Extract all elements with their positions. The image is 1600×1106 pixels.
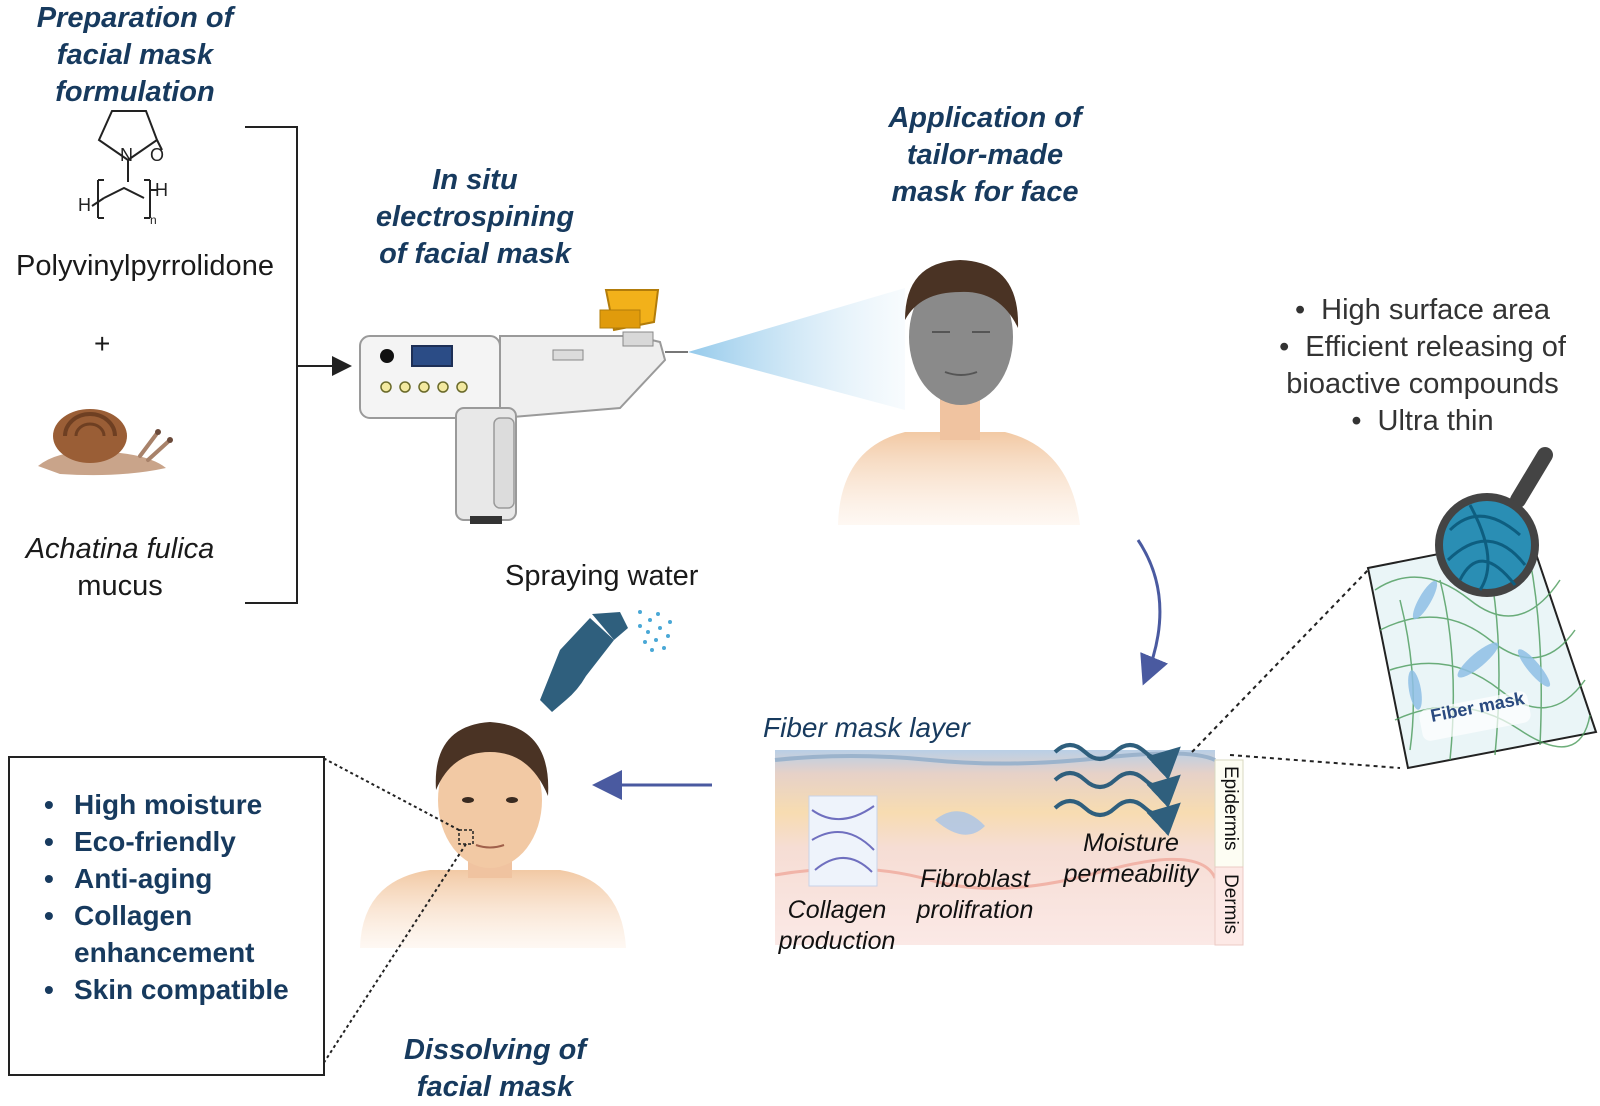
moisture-label-line2: permeability	[1063, 860, 1199, 888]
collagen-label-line1: Collagen	[787, 896, 887, 924]
electrospinning-title-line2: electrospining	[375, 201, 575, 233]
application-title: Application of tailor-made mask for face	[860, 100, 1110, 211]
epidermis-label: Epidermis	[1220, 766, 1241, 851]
collagen-label-line2: production	[778, 927, 896, 955]
preparation-title-line3: formulation	[55, 76, 215, 108]
moisture-label: Moisture permeability	[1056, 828, 1206, 890]
preparation-title-line2: facial mask	[56, 39, 214, 71]
dermis-label: Dermis	[1220, 874, 1241, 935]
fiber-mask-panel	[1366, 534, 1598, 770]
fiber-mask-callout-bottom	[1229, 754, 1401, 769]
chem-label-h-right: H	[155, 180, 168, 200]
skin-cross-section	[774, 750, 1244, 946]
curved-arrow	[1136, 539, 1169, 686]
benefits-box: High moisture Eco-friendly Anti-aging Co…	[8, 756, 325, 1076]
application-title-line3: mask for face	[891, 176, 1079, 208]
benefit-item: Anti-aging	[40, 860, 323, 897]
spray-cone	[688, 288, 905, 410]
fiber-mask-layer-title: Fiber mask layer	[763, 712, 970, 743]
application-title-line1: Application of	[888, 102, 1082, 134]
snail-icon	[38, 409, 173, 476]
electrospinning-device-icon	[359, 289, 688, 524]
chem-label-n: N	[120, 145, 133, 165]
spray-bottle-icon	[540, 610, 672, 712]
formulation-bracket	[245, 126, 348, 604]
electrospinning-title: In situ electrospining of facial mask	[340, 162, 610, 273]
preparation-title: Preparation of facial mask formulation	[20, 0, 250, 111]
moisture-label-line1: Moisture	[1083, 829, 1179, 857]
spraying-water-label: Spraying water	[505, 560, 699, 592]
chem-label-h-left: H	[78, 195, 91, 215]
property-item: •High surface area	[1294, 294, 1551, 326]
property-item: •Ultra thin	[1351, 405, 1494, 437]
dissolving-title-line1: Dissolving of	[403, 1034, 587, 1066]
properties-list: •High surface area •Efficient releasing …	[1245, 292, 1600, 440]
benefit-item: Eco-friendly	[40, 823, 323, 860]
property-item: bioactive compounds	[1286, 368, 1559, 400]
mucus-label-line2: mucus	[77, 570, 163, 602]
plus-sign: +	[94, 328, 111, 359]
electrospinning-title-line3: of facial mask	[379, 238, 571, 270]
polymer-label: Polyvinylpyrrolidone	[16, 250, 274, 282]
fibroblast-label-line1: Fibroblast	[920, 865, 1030, 893]
dissolving-title: Dissolving of facial mask	[380, 1032, 610, 1106]
fibroblast-label: Fibroblast prolifration	[905, 864, 1045, 926]
application-title-line2: tailor-made	[906, 139, 1064, 171]
benefit-item: High moisture	[40, 786, 323, 823]
mucus-label-line1: Achatina fulica	[25, 533, 215, 565]
chem-label-n-sub: n	[150, 213, 157, 227]
masked-face-illustration	[838, 260, 1080, 525]
dissolving-title-line2: facial mask	[416, 1071, 574, 1103]
benefit-item: Collagen	[40, 897, 323, 934]
fiber-mask-callout-top	[1191, 567, 1371, 753]
pvp-structure-icon	[91, 110, 163, 219]
fibroblast-label-line2: prolifration	[916, 896, 1034, 924]
property-item: •Efficient releasing of	[1279, 331, 1566, 363]
benefit-item-continuation: enhancement	[74, 937, 255, 968]
clean-face-illustration	[360, 722, 626, 948]
callout-line-bottom	[322, 843, 467, 1065]
magnifier-icon	[1435, 447, 1553, 597]
chem-label-o: O	[150, 145, 165, 165]
benefit-item: Skin compatible	[40, 971, 323, 1008]
electrospinning-title-line1: In situ	[432, 164, 518, 196]
callout-line-top	[322, 757, 460, 831]
preparation-title-line1: Preparation of	[36, 2, 234, 34]
benefits-list: High moisture Eco-friendly Anti-aging Co…	[40, 786, 323, 1008]
collagen-label: Collagen production	[772, 895, 902, 957]
moisture-arrows	[1053, 743, 1181, 837]
